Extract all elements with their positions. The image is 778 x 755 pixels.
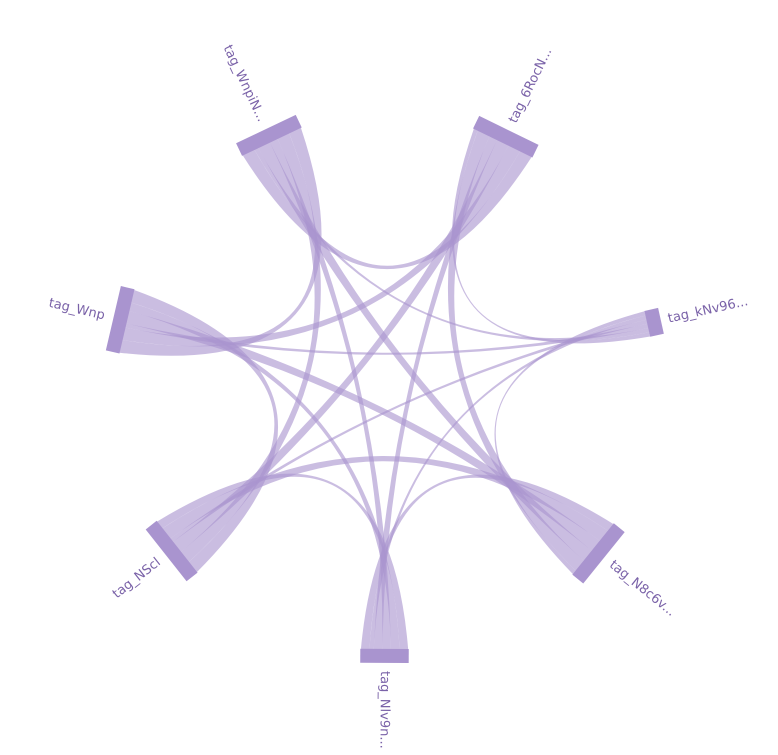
node-label-wnp: tag_Wnp	[47, 296, 106, 324]
node-label-n8c6v: tag_N8c6v...	[606, 558, 678, 620]
arc-layer	[105, 114, 664, 664]
node-segment-n8c6v[interactable]	[572, 523, 625, 584]
node-segment-knv96[interactable]	[644, 307, 664, 337]
chord-ribbon-nlv9n-wnp	[127, 302, 400, 650]
node-segment-nscl[interactable]	[145, 520, 198, 582]
node-segment-6rocn[interactable]	[473, 115, 539, 158]
node-label-6rocn: tag_6RocN...	[506, 46, 555, 126]
chord-ribbon-6rocn-wnp	[121, 144, 521, 347]
node-label-nlv9n: tag_Nlv9n...	[376, 671, 391, 749]
chord-ribbon-n8c6v-wnp	[124, 310, 602, 552]
node-label-wnpin: tag_WnpiN...	[220, 43, 269, 124]
node-segment-wnpin[interactable]	[236, 114, 302, 156]
ribbon-layer	[119, 127, 651, 651]
node-label-nscl: tag_NScl	[110, 555, 164, 602]
chord-ribbon-wnpin-wnp	[119, 127, 322, 356]
node-label-knv96: tag_kNv96...	[666, 294, 749, 326]
chord-ribbon-knv96-wnp	[123, 323, 649, 355]
node-segment-wnp[interactable]	[105, 286, 135, 354]
